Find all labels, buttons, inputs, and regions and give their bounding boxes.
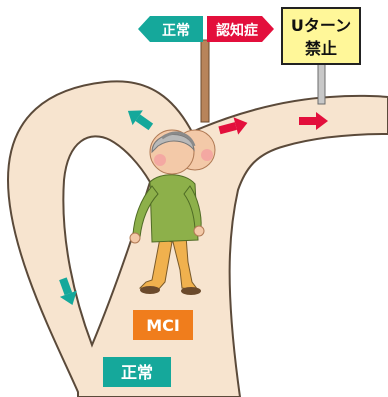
red-arrow-2 [299,112,328,130]
signpost-left-label: 正常 [162,22,190,39]
teal-arrow-up-left [127,110,154,131]
uturn-sign-pole [317,61,326,105]
signpost-left-arrow [138,16,203,42]
signpost-pole [200,39,210,123]
uturn-sign-line2: 禁止 [305,39,337,58]
normal-label-box [103,357,171,387]
red-arrow-1 [218,117,248,135]
uturn-sign-board [281,7,361,65]
mci-label-box [133,310,193,340]
uturn-sign-line1: Uターン [291,16,351,35]
teal-arrow-down [59,277,77,306]
signpost-right-label: 認知症 [216,22,258,39]
mci-label: MCI [146,316,180,335]
signpost-right-arrow [207,16,274,42]
elderly-person [129,129,216,295]
normal-label: 正常 [121,363,153,382]
